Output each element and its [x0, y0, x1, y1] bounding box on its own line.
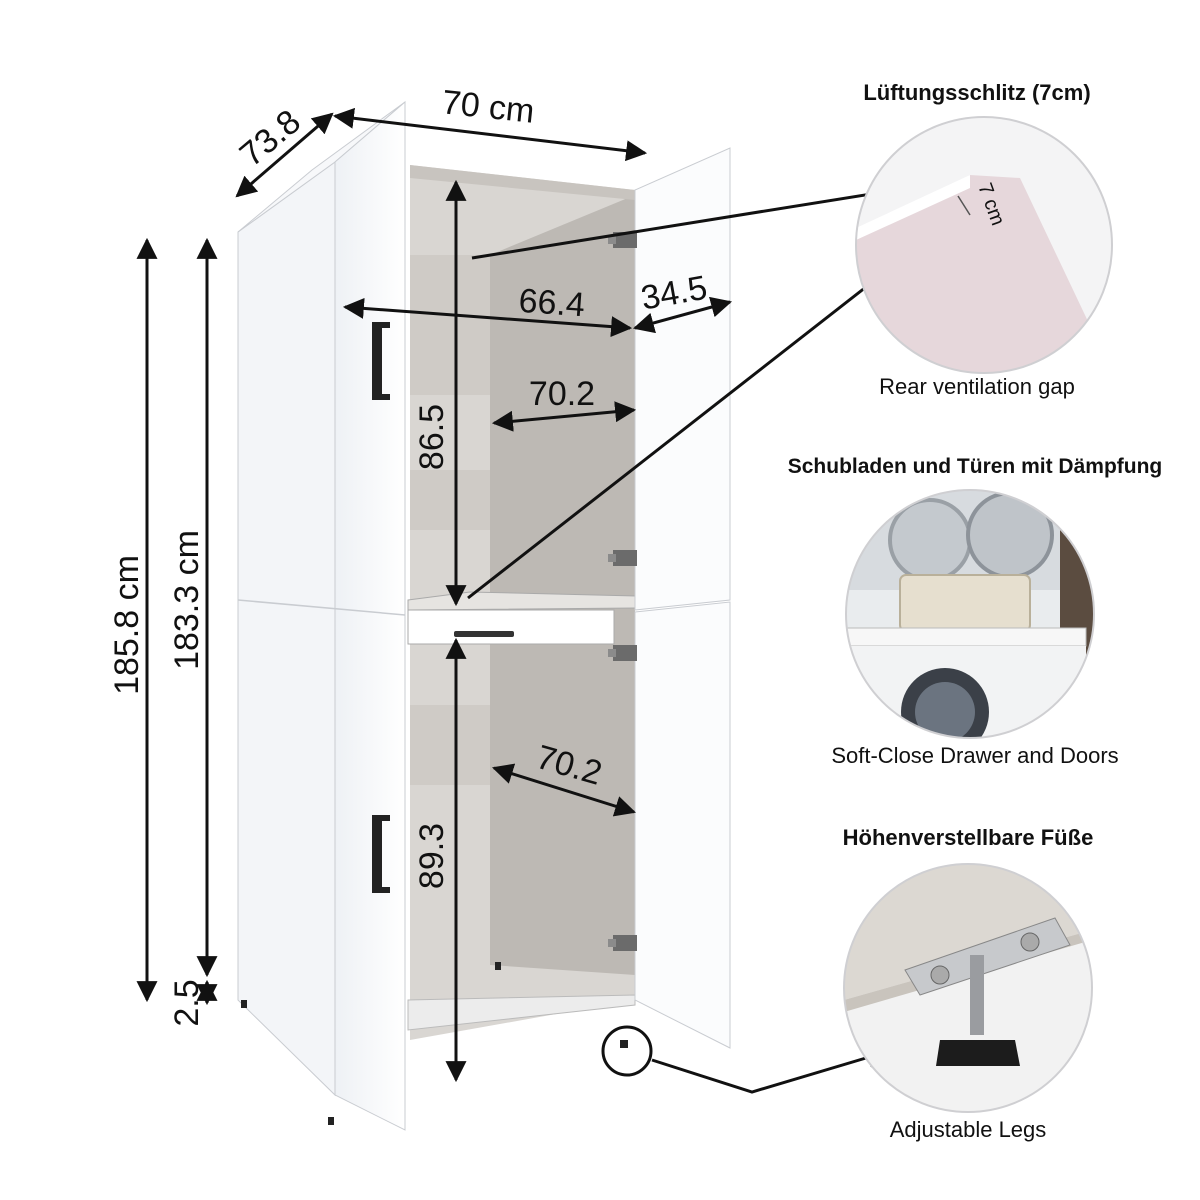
upper-depth-label: 70.2	[529, 375, 595, 413]
interior-top	[410, 165, 635, 200]
leg	[241, 1000, 247, 1008]
feature-title-soft-close: Schubladen und Türen mit Dämpfung	[787, 455, 1163, 478]
lower-door-handle[interactable]	[372, 815, 390, 893]
lower-inner-height-label: 89.3	[413, 823, 451, 889]
leg	[620, 1040, 628, 1048]
upper-inner-height-label: 86.5	[413, 404, 451, 470]
depth-label: 73.8	[233, 102, 308, 174]
leg-height-label: 2.5	[168, 979, 206, 1026]
left-front-panel	[334, 100, 406, 1131]
feature-title-legs: Höhenverstellbare Füße	[842, 825, 1094, 850]
width-label: 70 cm	[440, 83, 536, 130]
lower-band	[410, 705, 490, 785]
upper-right-door[interactable]	[634, 147, 731, 611]
drawer-photo	[845, 489, 1095, 739]
hinge-icon	[608, 550, 637, 566]
feature-title-ventilation: Lüftungsschlitz (7cm)	[863, 80, 1091, 105]
dimension-lines	[136, 107, 900, 1094]
middle-band	[410, 470, 490, 530]
door-width-line	[632, 296, 733, 334]
leg	[495, 962, 501, 970]
total-height-label: 185.8 cm	[108, 555, 146, 695]
drawer-pointer-line	[467, 260, 900, 600]
leg-pointer-line	[651, 1047, 889, 1094]
hinge-icon	[608, 232, 637, 248]
depth-line	[235, 112, 334, 198]
panel-split	[237, 599, 406, 616]
leg-highlight-circle	[601, 1025, 653, 1077]
drawer-front	[407, 609, 615, 645]
inner-width-line	[342, 297, 633, 338]
lower-depth-line	[491, 763, 637, 817]
upper-depth-line	[491, 401, 637, 432]
adjustable-leg-detail	[843, 863, 1093, 1113]
width-line	[332, 107, 648, 162]
side-panel	[237, 161, 336, 1097]
inner-width-label: 66.4	[517, 282, 586, 325]
hinge-icon	[608, 935, 637, 951]
base-panel	[407, 994, 636, 1031]
body-height-label: 183.3 cm	[168, 530, 206, 670]
hinge-icon	[608, 645, 637, 661]
vent-pointer-line	[471, 182, 899, 260]
upper-band	[410, 255, 490, 395]
feature-caption-legs: Adjustable Legs	[889, 1117, 1047, 1142]
feature-caption-soft-close: Soft-Close Drawer and Doors	[831, 743, 1119, 768]
lower-right-door[interactable]	[634, 601, 731, 1049]
drawer-handle[interactable]	[454, 631, 514, 637]
feature-caption-ventilation: Rear ventilation gap	[879, 374, 1075, 399]
ventilation-gap-detail: 7 cm	[855, 116, 1113, 374]
leg	[328, 1117, 334, 1125]
